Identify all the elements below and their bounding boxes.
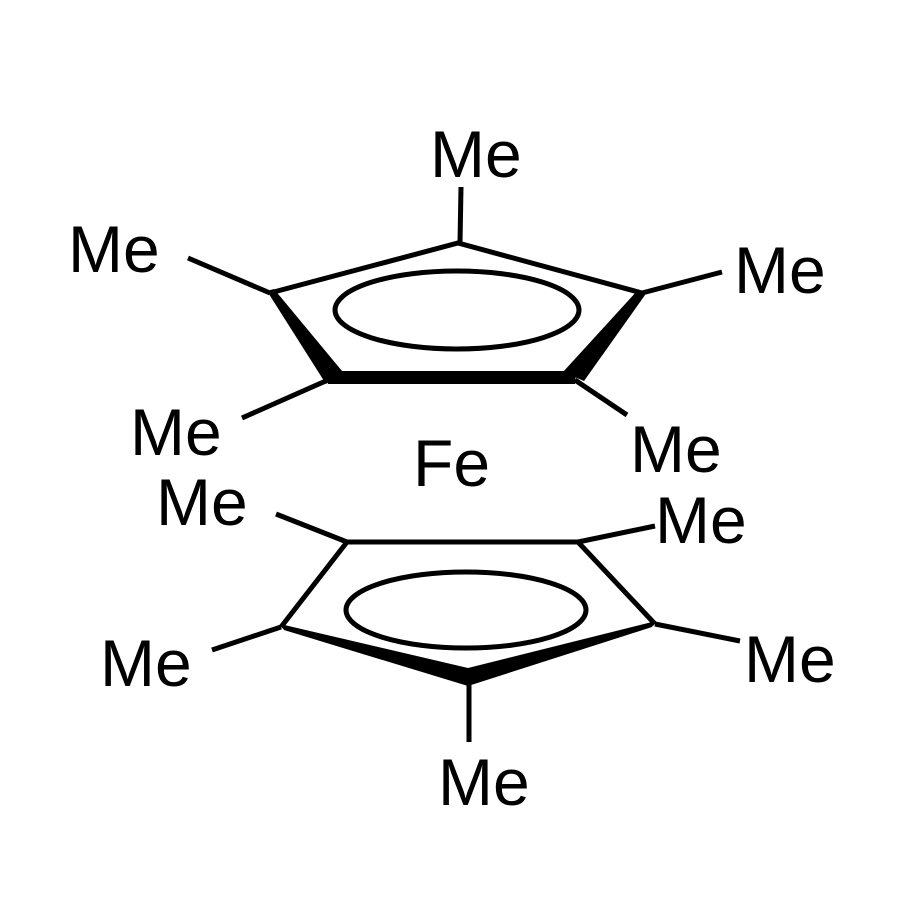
top-ring-right-wedge-bond [563,290,645,381]
bottom-me-bond-upper-left [275,511,348,545]
bottom-me-bond-left [211,624,282,653]
me-label: Me [438,745,530,819]
bottom-ring-back-edges [279,539,657,629]
me-label: Me [100,626,192,700]
me-label: Me [130,395,222,469]
top-me-bond-top [457,186,464,244]
me-label: Me [630,412,722,486]
me-label: Me [430,117,522,191]
top-me-bond-lower-right [573,377,629,418]
top-ring-aromatic-circle [332,268,582,352]
bottom-ring-right-wedge-bond [468,621,656,686]
top-ring-left-wedge-bond [267,289,342,384]
me-label: Me [68,212,160,286]
me-label: Me [156,465,248,539]
top-me-bond-upper-right [641,269,723,296]
top-cp-ring [187,186,723,421]
metal-label: Fe [413,426,490,500]
bottom-me-bond-right [654,621,741,644]
bottom-ring-left-wedge-bond [280,624,468,686]
top-ring-front-bold-bond [326,371,576,384]
bottom-cp-ring [211,511,741,742]
top-me-bond-lower-left [240,377,330,421]
bottom-ring-aromatic-circle [343,569,589,651]
me-label: Me [744,622,836,696]
top-me-bond-upper-left [187,255,271,296]
top-ring-back-edges [269,240,643,296]
me-label: Me [734,233,826,307]
me-label: Me [655,483,747,557]
bottom-me-bond-upper-right [577,523,656,545]
